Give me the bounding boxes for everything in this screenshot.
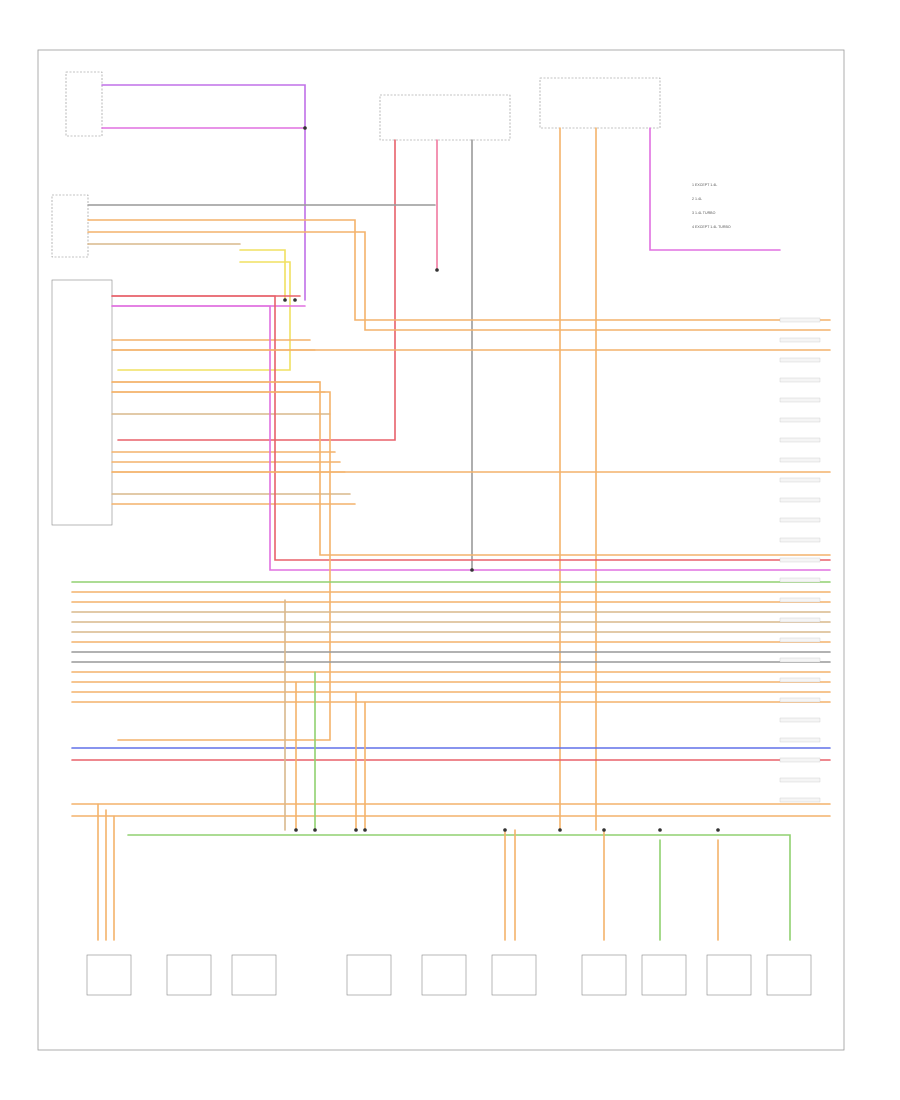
wire-10: [87, 231, 831, 331]
right-connector-label: [779, 597, 821, 603]
right-connector-label: [779, 377, 821, 383]
splice-node: [363, 828, 367, 832]
bottom-component-7: [641, 954, 687, 996]
right-connector-label: [779, 657, 821, 663]
wire-57: [127, 834, 791, 941]
splice-node: [354, 828, 358, 832]
right-connector-label: [779, 437, 821, 443]
top-right-module: [539, 77, 661, 129]
bottom-component-0: [86, 954, 132, 996]
legend-item-2: 2 1.4L: [692, 197, 702, 201]
right-connector-label: [779, 557, 821, 563]
splice-node: [294, 828, 298, 832]
bottom-components: [86, 954, 812, 996]
bottom-component-2: [231, 954, 277, 996]
left-column-modules: [51, 194, 113, 526]
wire-29: [111, 381, 831, 556]
right-connector-label: [779, 497, 821, 503]
right-connector-label: [779, 457, 821, 463]
splice-node: [503, 828, 507, 832]
legend-item-1: 1 EXCEPT 1.4L: [692, 183, 717, 187]
right-connector-label: [779, 337, 821, 343]
wire-9: [87, 219, 831, 321]
bottom-component-6: [581, 954, 627, 996]
wire-7: [649, 127, 781, 251]
wire-30: [111, 391, 331, 741]
right-connector-label: [779, 477, 821, 483]
top-left-module: [65, 71, 103, 137]
right-connector-label: [779, 397, 821, 403]
splice-node: [558, 828, 562, 832]
legend-item-4: 4 EXCEPT 1.4L TURBO: [692, 225, 731, 229]
wire-27: [111, 305, 831, 571]
right-connector-label: [779, 617, 821, 623]
wire-2: [117, 139, 396, 441]
splice-node: [303, 126, 307, 130]
bottom-component-4: [421, 954, 467, 996]
right-connector-label: [779, 777, 821, 783]
bottom-component-3: [346, 954, 392, 996]
right-connector-label: [779, 737, 821, 743]
wire-12: [239, 249, 286, 301]
bottom-component-9: [766, 954, 812, 996]
splice-node: [470, 568, 474, 572]
bottom-component-8: [706, 954, 752, 996]
right-connector-label: [779, 577, 821, 583]
right-connector-label: [779, 417, 821, 423]
right-connector-label: [779, 717, 821, 723]
splice-node: [716, 828, 720, 832]
legend: 1 EXCEPT 1.4L 2 1.4L 3 1.4L TURBO 4 EXCE…: [692, 183, 731, 229]
wire-26: [111, 295, 831, 561]
splice-node: [313, 828, 317, 832]
right-connector-label: [779, 637, 821, 643]
right-connector-label: [779, 697, 821, 703]
right-connector-label: [779, 797, 821, 803]
wire-13: [117, 261, 291, 371]
diagram-frame: [37, 49, 845, 1051]
splice-node: [435, 268, 439, 272]
legend-item-3: 3 1.4L TURBO: [692, 211, 716, 215]
wire-group: [71, 84, 831, 941]
right-connector-label: [779, 677, 821, 683]
splice-node: [658, 828, 662, 832]
bottom-component-1: [166, 954, 212, 996]
splice-node: [283, 298, 287, 302]
right-connector-label: [779, 757, 821, 763]
right-connector-label: [779, 317, 821, 323]
right-connector-label: [779, 517, 821, 523]
fuse-box: [379, 94, 511, 141]
right-connector-label: [779, 357, 821, 363]
node-group: [283, 126, 821, 832]
bottom-component-5: [491, 954, 537, 996]
right-connector-label: [779, 537, 821, 543]
splice-node: [293, 298, 297, 302]
splice-node: [602, 828, 606, 832]
wire-0: [101, 84, 306, 301]
